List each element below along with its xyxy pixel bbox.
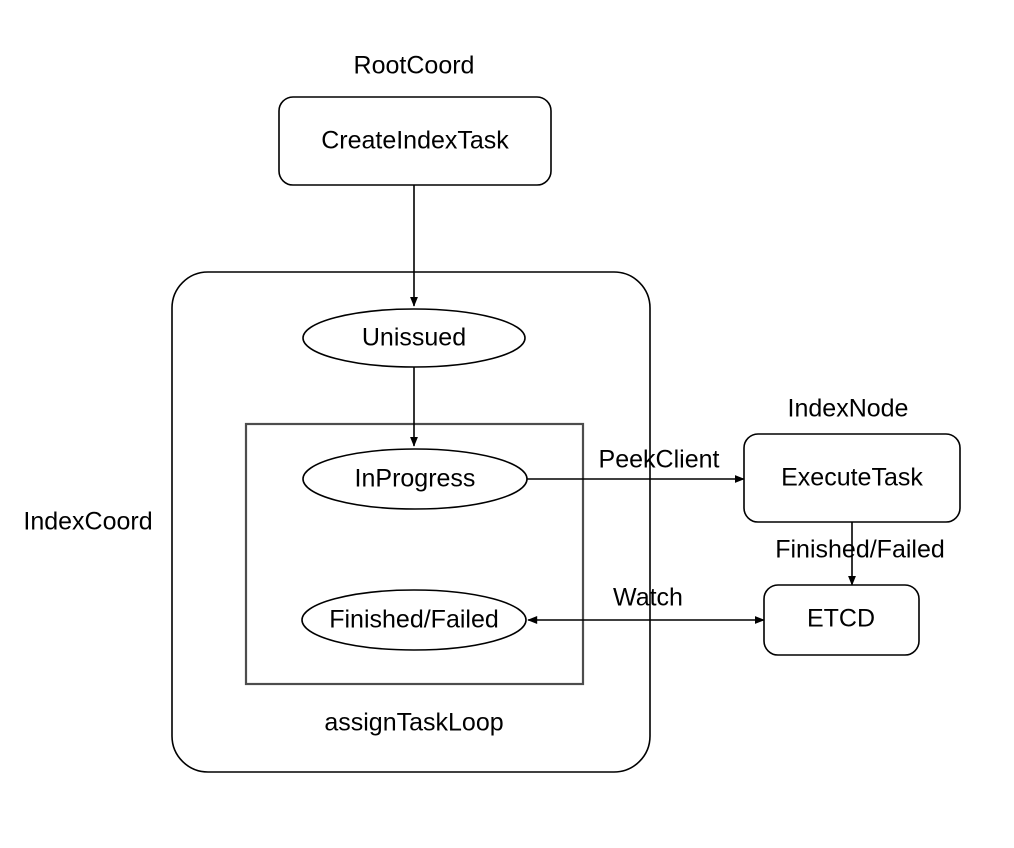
inprogress-label: InProgress	[355, 465, 476, 493]
node-inprogress[interactable]: InProgress	[302, 448, 528, 510]
edge-label-peekclient-group: PeekClient	[599, 446, 720, 474]
finished-failed-label: Finished/Failed	[329, 606, 499, 634]
node-create-index-task[interactable]: CreateIndexTask	[278, 96, 552, 186]
inprogress-shape[interactable]	[302, 448, 528, 510]
assigntaskloop-label: assignTaskLoop	[324, 709, 503, 737]
finished-failed-shape[interactable]	[301, 589, 527, 651]
unissued-label: Unissued	[362, 324, 466, 352]
node-unissued[interactable]: Unissued	[302, 308, 526, 368]
indexcoord-label: IndexCoord	[23, 508, 152, 536]
edge-label-finished-failed: Finished/Failed	[775, 536, 945, 564]
rootcoord-label: RootCoord	[354, 52, 475, 80]
indexnode-label: IndexNode	[788, 395, 909, 423]
node-execute-task[interactable]: ExecuteTask	[743, 433, 961, 523]
edge-label-watch-group: Watch	[613, 584, 683, 612]
node-finished-failed[interactable]: Finished/Failed	[301, 589, 527, 651]
etcd-shape[interactable]	[763, 584, 920, 656]
group-assigntaskloop: assignTaskLoop	[244, 422, 585, 737]
edge-label-finished-failed-group: Finished/Failed	[775, 536, 945, 564]
edge-label-watch: Watch	[613, 584, 683, 612]
indexcoord-container	[171, 271, 651, 773]
group-indexcoord: IndexCoord	[23, 271, 651, 773]
unissued-shape[interactable]	[302, 308, 526, 368]
execute-task-shape[interactable]	[743, 433, 961, 523]
execute-task-label: ExecuteTask	[781, 464, 923, 492]
create-index-task-label: CreateIndexTask	[321, 127, 509, 155]
edge-label-peekclient: PeekClient	[599, 446, 720, 474]
etcd-label: ETCD	[807, 605, 875, 633]
node-etcd[interactable]: ETCD	[763, 584, 920, 656]
create-index-task-shape[interactable]	[278, 96, 552, 186]
